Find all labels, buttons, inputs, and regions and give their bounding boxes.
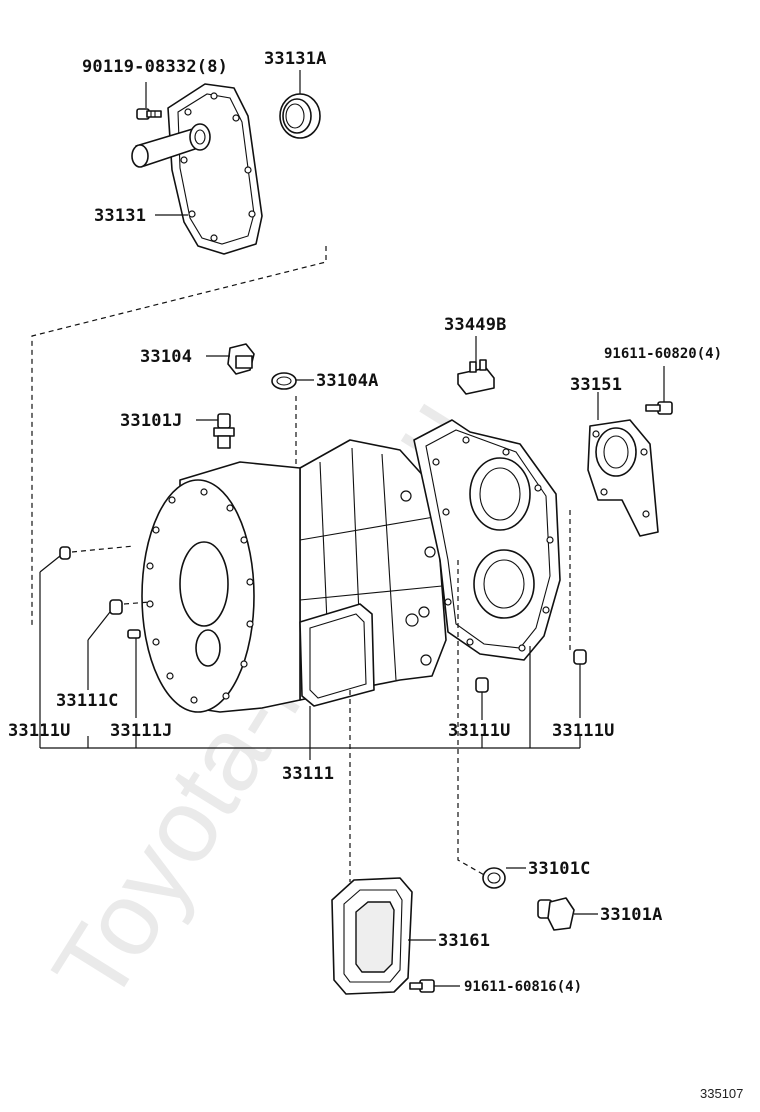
part-label-33111U-mid: 33111U [448,721,511,741]
dowel-pin-icon[interactable] [109,599,123,615]
bolt-icon[interactable] [645,401,673,415]
part-label-91611-60820: 91611-60820(4) [604,346,722,362]
part-label-33449B: 33449B [444,315,507,335]
part-label-33131: 33131 [94,206,146,226]
plug-33104-icon[interactable] [227,343,255,375]
dowel-pin-icon[interactable] [127,629,141,639]
part-label-33131A: 33131A [264,49,327,69]
case-rear-plate[interactable] [413,419,561,661]
side-cover-33161[interactable] [331,877,413,995]
part-label-33111C: 33111C [56,691,119,711]
gasket-icon[interactable] [271,372,297,390]
part-label-90119-08332: 90119-08332(8) [82,57,228,77]
bolt-icon[interactable] [136,108,162,120]
part-label-33161: 33161 [438,931,490,951]
gasket-icon[interactable] [482,867,506,889]
extension-housing-33131[interactable] [131,83,263,255]
part-label-33101C: 33101C [528,859,591,879]
oil-seal-icon[interactable] [279,93,321,139]
transmission-case-33111[interactable] [141,439,447,713]
switch-33449B-icon[interactable] [457,359,495,395]
part-label-33151: 33151 [570,375,622,395]
dowel-pin-icon[interactable] [59,546,71,560]
drain-plug-33101A-icon[interactable] [537,897,575,931]
part-label-33104: 33104 [140,347,192,367]
bolt-icon[interactable] [409,979,435,993]
breather-plug-33101J-icon[interactable] [213,413,235,449]
part-label-33101A: 33101A [600,905,663,925]
part-label-33111U-left: 33111U [8,721,71,741]
dowel-pin-icon[interactable] [475,677,489,693]
part-label-33111: 33111 [282,764,334,784]
part-label-33111U-right: 33111U [552,721,615,741]
figure-number: 335107 [700,1086,743,1101]
rear-cover-33151[interactable] [587,419,659,537]
part-label-33111J: 33111J [110,721,173,741]
part-label-33101J: 33101J [120,411,183,431]
part-label-33104A: 33104A [316,371,379,391]
dowel-pin-icon[interactable] [573,649,587,665]
part-label-91611-60816: 91611-60816(4) [464,979,582,995]
